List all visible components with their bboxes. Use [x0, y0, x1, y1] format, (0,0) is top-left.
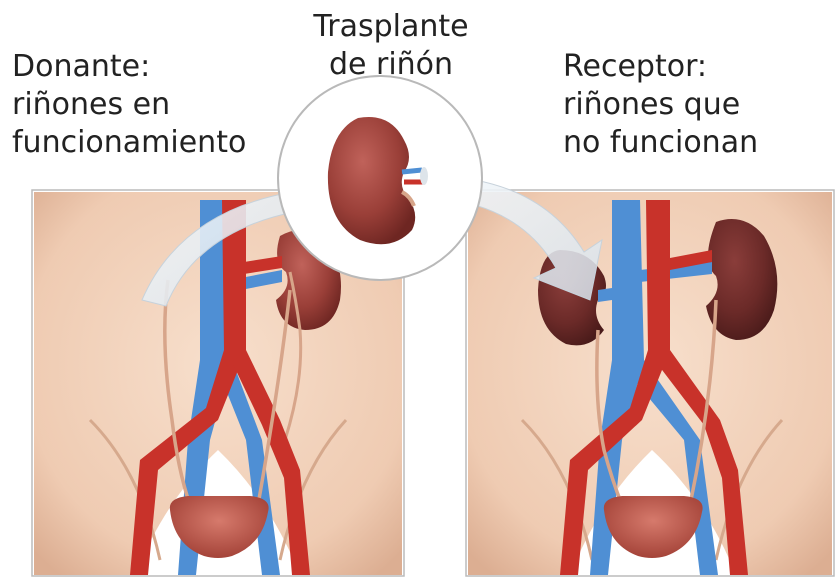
transplant-label-line-2: de riñón — [296, 46, 486, 84]
transplant-callout — [278, 76, 482, 280]
recipient-label-line-1: Receptor: — [563, 48, 758, 86]
recipient-label-line-2: riñones que — [563, 86, 758, 124]
recipient-panel — [438, 176, 834, 576]
recipient-label: Receptor: riñones que no funcionan — [563, 48, 758, 162]
donor-label: Donante: riñones en funcionamiento — [12, 48, 246, 162]
transplant-label-line-1: Trasplante — [296, 8, 486, 46]
donor-label-line-3: funcionamiento — [12, 124, 246, 162]
recipient-label-line-3: no funcionan — [563, 124, 758, 162]
transplant-label: Trasplante de riñón — [296, 8, 486, 84]
donor-label-line-1: Donante: — [12, 48, 246, 86]
donor-label-line-2: riñones en — [12, 86, 246, 124]
